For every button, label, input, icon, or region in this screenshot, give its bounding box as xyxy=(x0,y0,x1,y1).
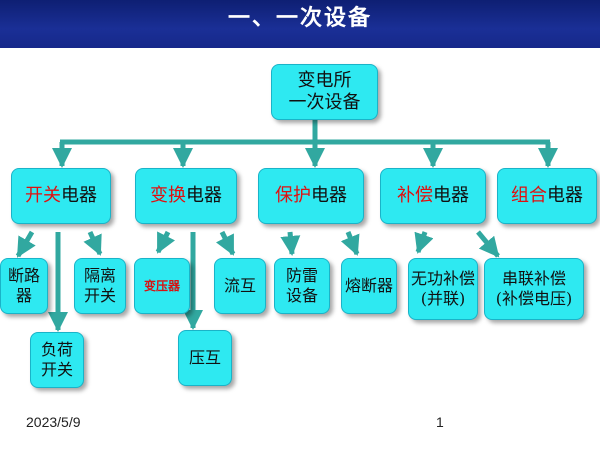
leaf-series-compensation[interactable]: 串联补偿 (补偿电压) xyxy=(484,258,584,320)
arrow-to-series-comp xyxy=(476,230,500,258)
leaf-current-transformer-label: 流互 xyxy=(223,276,256,295)
leaf-current-transformer[interactable]: 流互 xyxy=(214,258,266,314)
category-bianhuan-suffix: 电器 xyxy=(186,184,222,206)
leaf-voltage-transformer-label: 压互 xyxy=(188,348,221,367)
leaf-isolator[interactable]: 隔离 开关 xyxy=(74,258,126,314)
category-baohu[interactable]: 保护电器 xyxy=(258,168,364,224)
leaf-transformer-label: 变压器 xyxy=(143,278,180,293)
arrow-to-fuse xyxy=(340,231,360,256)
arrow-to-transformer xyxy=(155,230,175,254)
leaf-load-switch[interactable]: 负荷 开关 xyxy=(30,332,84,388)
leaf-series-compensation-label: 串联补偿 (补偿电压) xyxy=(495,269,573,308)
leaf-voltage-transformer[interactable]: 压互 xyxy=(178,330,232,386)
category-kaiguan[interactable]: 开关电器 xyxy=(11,168,111,224)
leaf-breaker[interactable]: 断路器 xyxy=(0,258,48,314)
root-node[interactable]: 变电所 一次设备 xyxy=(271,64,378,120)
category-zuhe[interactable]: 组合电器 xyxy=(497,168,597,224)
category-buchang-key: 补偿 xyxy=(397,184,433,206)
category-bianhuan[interactable]: 变换电器 xyxy=(135,168,237,224)
leaf-fuse[interactable]: 熔断器 xyxy=(341,258,397,314)
category-baohu-key: 保护 xyxy=(275,184,311,206)
slide-title: 一、一次设备 xyxy=(227,6,372,31)
leaf-isolator-label: 隔离 开关 xyxy=(83,266,116,305)
leaf-load-switch-label: 负荷 开关 xyxy=(40,340,73,379)
arrow-to-breaker xyxy=(15,230,36,258)
footer-page-number: 1 xyxy=(436,414,444,430)
footer-date: 2023/5/9 xyxy=(26,414,81,430)
category-zuhe-suffix: 电器 xyxy=(547,184,583,206)
root-node-label: 变电所 一次设备 xyxy=(288,69,361,114)
leaf-transformer[interactable]: 变压器 xyxy=(134,258,190,314)
leaf-arrester[interactable]: 防雷 设备 xyxy=(274,258,330,314)
leaf-breaker-label: 断路器 xyxy=(7,266,40,305)
arrow-to-arrester xyxy=(280,231,301,256)
category-kaiguan-key: 开关 xyxy=(25,184,61,206)
category-buchang-suffix: 电器 xyxy=(433,184,469,206)
category-baohu-suffix: 电器 xyxy=(311,184,347,206)
category-bianhuan-key: 变换 xyxy=(150,184,186,206)
arrow-to-isolator xyxy=(83,230,103,256)
leaf-reactive-compensation[interactable]: 无功补偿 (并联) xyxy=(408,258,478,320)
arrow-to-current-transformer xyxy=(216,230,236,256)
leaf-reactive-compensation-label: 无功补偿 (并联) xyxy=(410,269,475,308)
category-buchang[interactable]: 补偿电器 xyxy=(380,168,486,224)
category-zuhe-key: 组合 xyxy=(511,184,547,206)
leaf-arrester-label: 防雷 设备 xyxy=(285,266,318,305)
arrow-to-reactive-comp xyxy=(414,231,434,254)
leaf-fuse-label: 熔断器 xyxy=(344,276,393,295)
category-kaiguan-suffix: 电器 xyxy=(61,184,97,206)
title-bar: 一、一次设备 xyxy=(0,0,600,48)
